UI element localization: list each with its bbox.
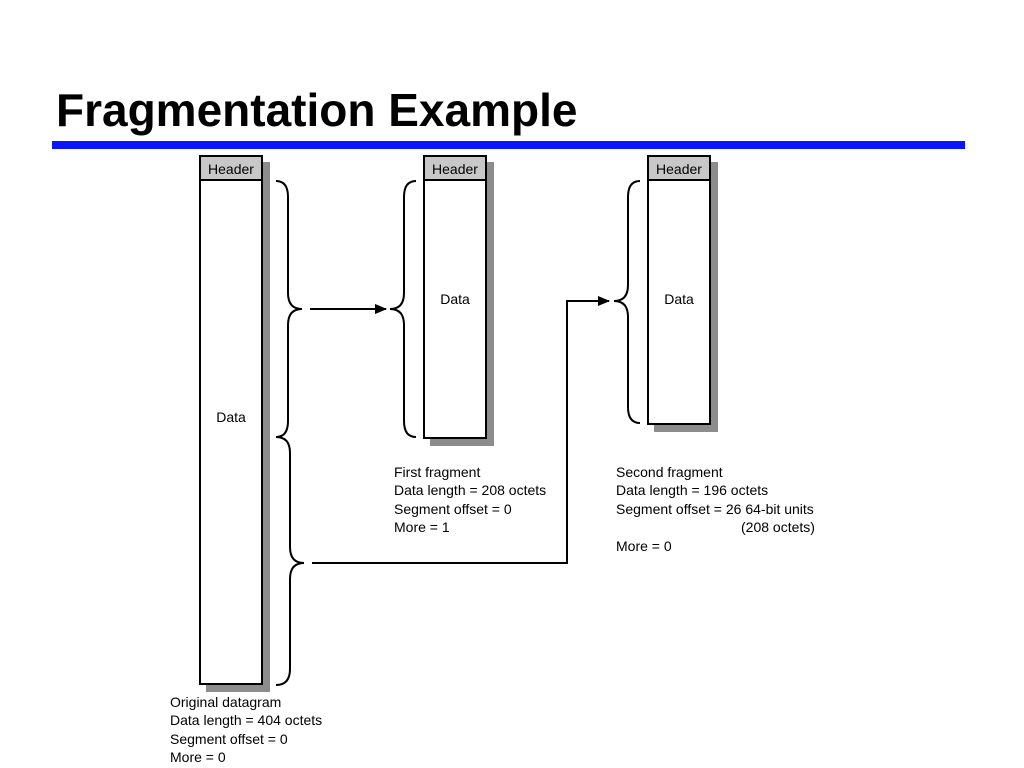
original-data-box: Data [199, 181, 263, 685]
original-header-box: Header [199, 155, 263, 181]
original-data-label: Data [216, 409, 246, 425]
original-caption-line: Data length = 404 octets [170, 712, 323, 729]
second-fragment-caption-line: Segment offset = 26 64-bit units [616, 500, 814, 517]
second-fragment-caption-line: Second fragment [616, 464, 723, 480]
second-fragment-data-label: Data [664, 291, 694, 307]
second-fragment-caption-line: Data length = 196 octets [616, 482, 769, 499]
first-fragment-data-label: Data [440, 291, 470, 307]
second-fragment-caption-line: (208 octets) [741, 519, 815, 536]
second-fragment-caption-line: More = 0 [616, 537, 672, 554]
second-fragment-data-box: Data [647, 181, 711, 425]
second-fragment-brace [613, 180, 641, 424]
arrow-to-second-fragment [312, 296, 610, 564]
original-caption-line: Segment offset = 0 [170, 730, 288, 747]
first-fragment-caption-line: More = 1 [394, 519, 450, 536]
slide-title: Fragmentation Example [56, 84, 578, 136]
first-fragment-data-box: Data [423, 181, 487, 439]
original-caption-line: Original datagram [170, 694, 282, 710]
first-fragment-header-box: Header [423, 155, 487, 181]
first-fragment-caption-line: First fragment [394, 464, 481, 480]
original-brace-bottom [275, 436, 305, 686]
title-underline [52, 141, 965, 149]
first-fragment-caption: First fragment Data length = 208 octets … [394, 463, 546, 537]
original-caption-line: More = 0 [170, 749, 226, 766]
first-fragment-brace [389, 180, 417, 438]
original-caption: Original datagram Data length = 404 octe… [170, 693, 322, 767]
first-fragment-caption-line: Data length = 208 octets [394, 482, 547, 499]
second-fragment-caption: Second fragment Data length = 196 octets… [616, 463, 815, 555]
original-brace-top [275, 180, 303, 438]
first-fragment-caption-line: Segment offset = 0 [394, 500, 512, 517]
second-fragment-header-box: Header [647, 155, 711, 181]
